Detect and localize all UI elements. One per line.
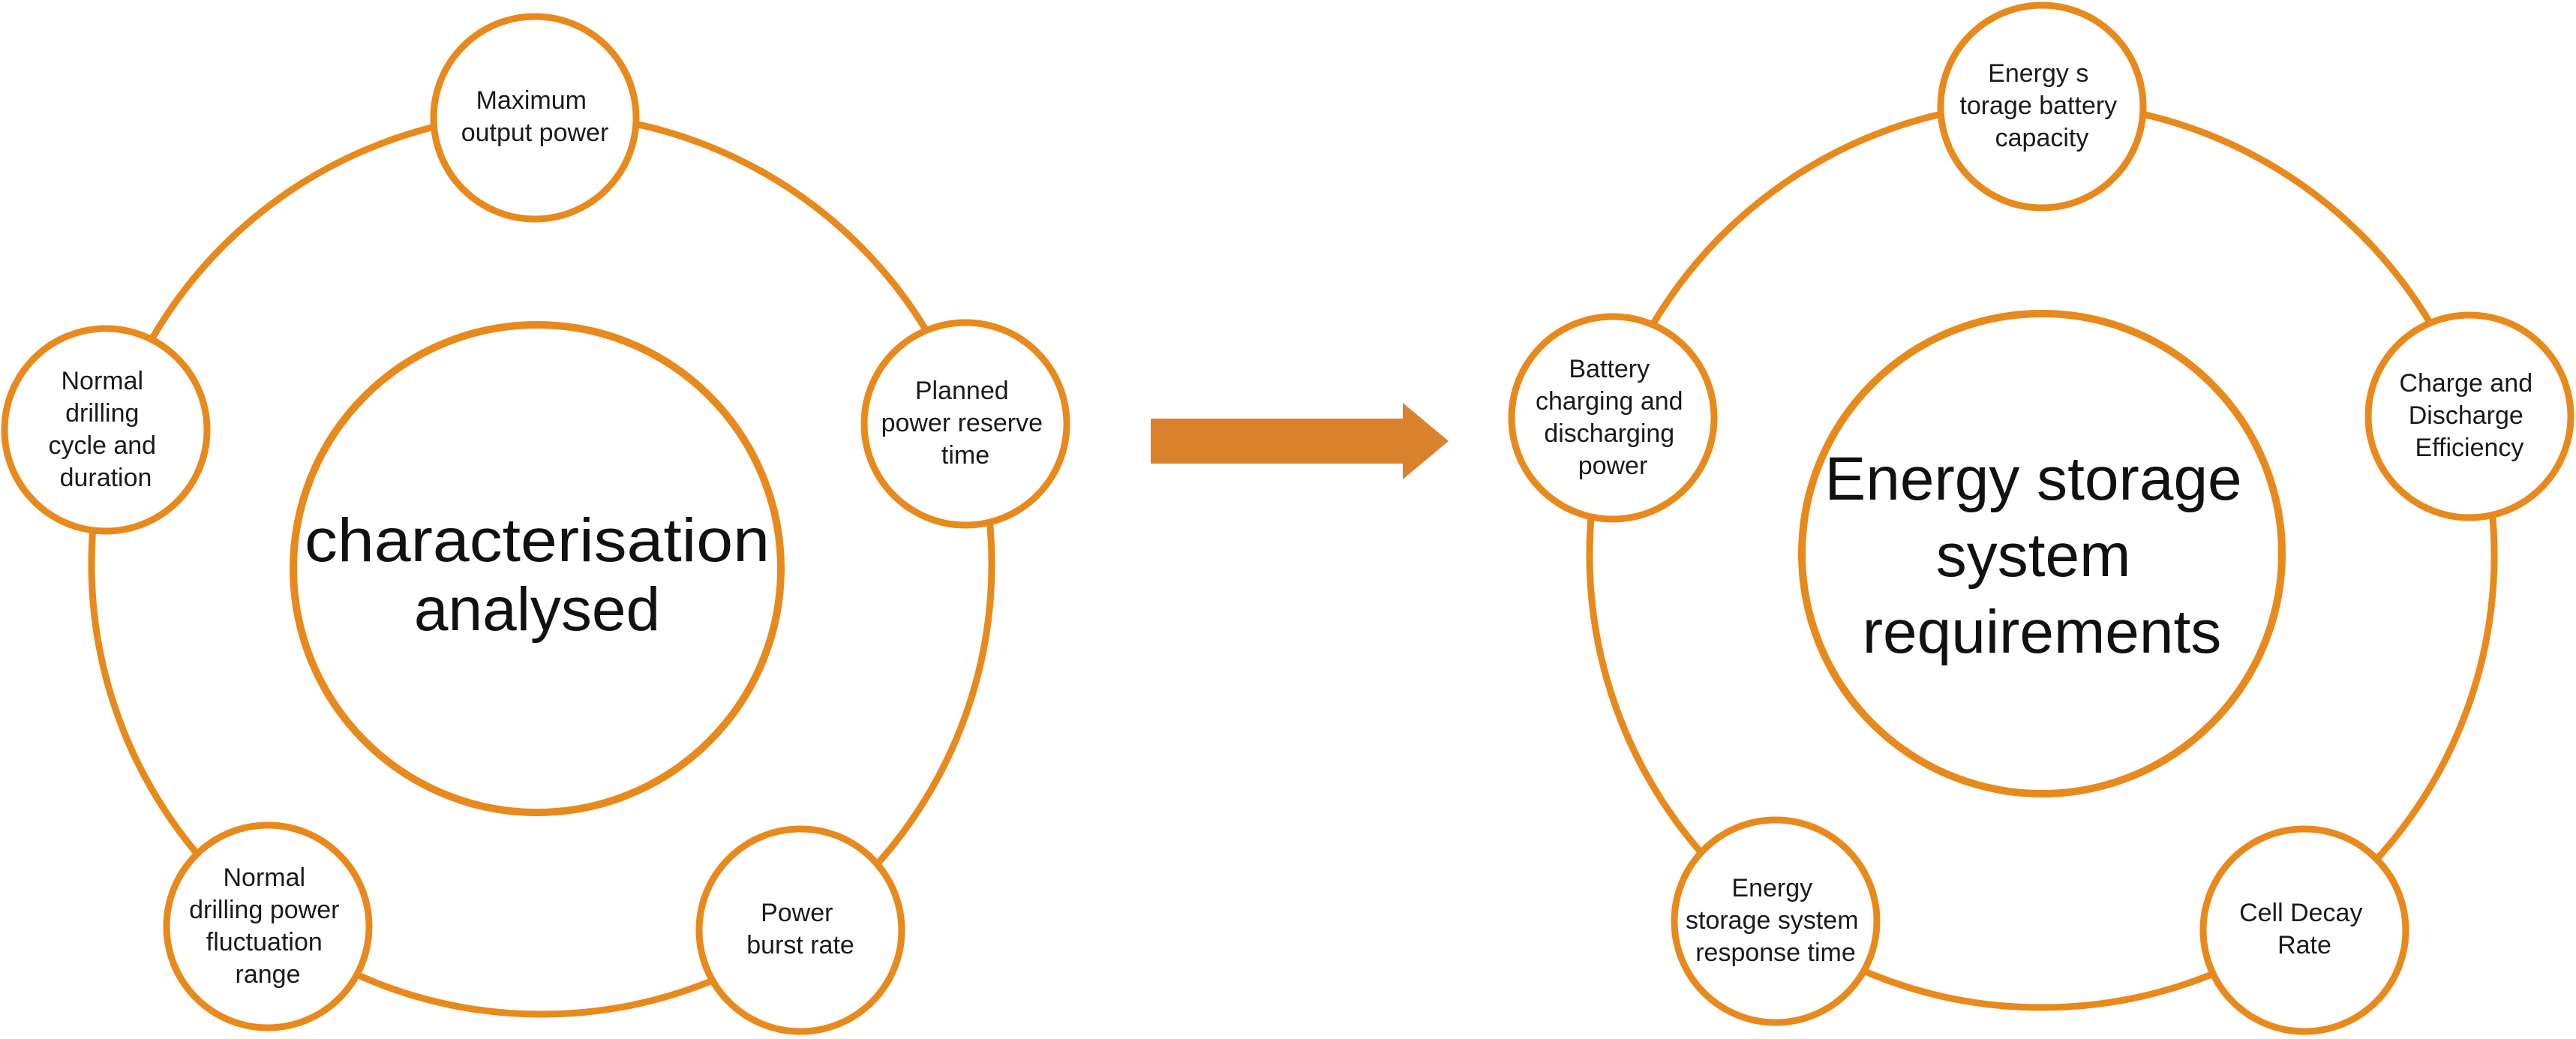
right-node-text: Charge and Discharge Efficiency: [2399, 369, 2539, 462]
node-text-line: fluctuation: [206, 928, 323, 956]
right-node-circle: [1671, 816, 1881, 1026]
left-hub-circle: [290, 321, 785, 816]
node-text-line: Charge and: [2399, 369, 2532, 398]
left-hub: characterisation analysed: [290, 321, 785, 816]
node-text-line: power reserve: [881, 409, 1043, 437]
node-text-line: Rate: [2277, 931, 2331, 959]
right-node-text: Energy storage system response time: [1686, 874, 1866, 967]
right-node-circle: [2199, 825, 2409, 1035]
right-node-circle: [1937, 2, 2147, 212]
node-text-line: discharging: [1544, 419, 1674, 448]
node-text-line: Normal: [61, 367, 143, 395]
left-diagram: Maximum output power Planned power reser…: [1, 13, 1070, 1035]
right-node-battery-charging-and-discharging-power: Battery charging and discharging power: [1508, 313, 1718, 523]
node-text-line: burst rate: [746, 931, 854, 959]
node-text-line: Normal: [223, 863, 305, 892]
node-text-line: storage system: [1686, 906, 1859, 935]
node-text-line: capacity: [1995, 124, 2089, 152]
right-node-energy-storage-system-response-time: Energy storage system response time: [1671, 816, 1881, 1026]
right-hub-circle: [1798, 310, 2286, 797]
node-text-line: drilling: [65, 399, 139, 428]
node-text-line: power: [1578, 452, 1648, 480]
node-text-line: response time: [1695, 938, 1856, 967]
node-text-line: Battery: [1569, 355, 1650, 383]
node-text-line: drilling power: [189, 896, 339, 924]
right-node-circle: [2364, 311, 2574, 521]
right-node-circle: [1508, 313, 1718, 523]
left-node-maximum-output-power: Maximum output power: [430, 13, 640, 223]
left-node-text: Maximum output power: [461, 86, 609, 147]
right-hub: Energy storage system requirements: [1798, 310, 2286, 797]
hub-text-line: characterisation: [305, 506, 770, 575]
right-node-text: Energy s torage battery capacity: [1959, 59, 2124, 152]
left-node-circle: [695, 825, 905, 1035]
arrow-right-icon: [1151, 403, 1449, 479]
right-diagram: Energy s torage battery capacity Charge …: [1508, 2, 2574, 1035]
node-text-line: output power: [461, 119, 609, 147]
node-text-line: Discharge: [2409, 401, 2523, 430]
node-text-line: time: [941, 441, 989, 470]
hub-text-line: Energy storage: [1825, 445, 2242, 513]
node-text-line: Energy s: [1988, 59, 2088, 88]
left-node-text: Normal drilling cycle and duration: [48, 367, 163, 492]
right-node-charge-and-discharge-efficiency: Charge and Discharge Efficiency: [2364, 311, 2574, 521]
node-text-line: cycle and: [48, 431, 156, 460]
hub-text-line: analysed: [414, 575, 660, 644]
right-node-cell-decay-rate: Cell Decay Rate: [2199, 825, 2409, 1035]
right-node-text: Battery charging and discharging power: [1536, 355, 1690, 480]
node-text-line: Maximum: [476, 86, 587, 115]
node-text-line: charging and: [1536, 387, 1683, 416]
left-hub-text: characterisation: [305, 506, 770, 575]
node-text-line: Cell Decay: [2239, 899, 2362, 927]
left-node-text: Normal drilling power fluctuation range: [189, 863, 347, 989]
left-node-circle: [1, 325, 211, 535]
left-node-circle: [163, 821, 373, 1031]
node-text-line: Planned: [915, 377, 1009, 405]
hub-text-line: system: [1936, 521, 2131, 590]
left-node-circle: [860, 319, 1070, 529]
left-node-normal-drilling-cycle-and-duration: Normal drilling cycle and duration: [1, 325, 211, 535]
left-node-text: Power burst rate: [746, 899, 854, 959]
right-node-text: Cell Decay Rate: [2239, 899, 2370, 959]
left-node-power-burst-rate: Power burst rate: [695, 825, 905, 1035]
node-text-line: Energy: [1731, 874, 1812, 902]
node-text-line: duration: [60, 464, 152, 492]
right-node-energy-storage-battery-capacity: Energy s torage battery capacity: [1937, 2, 2147, 212]
left-node-planned-power-reserve-time: Planned power reserve time: [860, 319, 1070, 529]
right-hub-text: Energy storage system requirements: [1825, 445, 2259, 666]
left-node-normal-drilling-power-fluctuation-range: Normal drilling power fluctuation range: [163, 821, 373, 1031]
hub-text-line: requirements: [1863, 598, 2222, 666]
node-text-line: torage battery: [1959, 92, 2117, 120]
left-node-text: Planned power reserve time: [881, 377, 1050, 470]
node-text-line: Efficiency: [2415, 434, 2524, 462]
node-text-line: range: [236, 960, 301, 989]
node-text-line: Power: [761, 899, 833, 927]
left-hub-text: analysed: [414, 575, 660, 644]
left-node-circle: [430, 13, 640, 223]
